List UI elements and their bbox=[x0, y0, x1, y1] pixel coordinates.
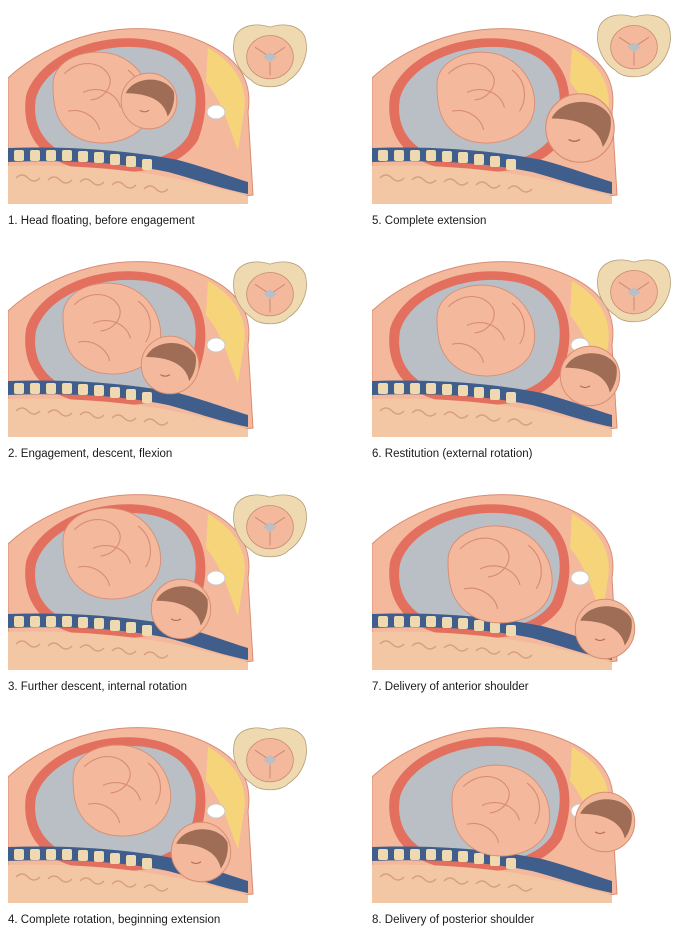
stage-3-illustration bbox=[8, 466, 328, 697]
stage-8-caption: 8. Delivery of posterior shoulder bbox=[372, 914, 534, 926]
stage-8-panel: 8. Delivery of posterior shoulder bbox=[372, 699, 679, 930]
stage-7-caption: 7. Delivery of anterior shoulder bbox=[372, 681, 529, 693]
stage-4-illustration bbox=[8, 699, 328, 930]
stage-7-panel: 7. Delivery of anterior shoulder bbox=[372, 466, 679, 697]
stage-4-caption: 4. Complete rotation, beginning extensio… bbox=[8, 914, 220, 926]
stage-2-panel: 2. Engagement, descent, flexion bbox=[8, 233, 328, 464]
stage-5-caption: 5. Complete extension bbox=[372, 215, 486, 227]
stage-5-illustration bbox=[372, 0, 679, 231]
stage-3-caption: 3. Further descent, internal rotation bbox=[8, 681, 187, 693]
stage-7-illustration bbox=[372, 466, 679, 697]
stage-2-illustration bbox=[8, 233, 328, 464]
stage-5-panel: 5. Complete extension bbox=[372, 0, 679, 231]
stage-1-illustration bbox=[8, 0, 328, 231]
stage-4-panel: 4. Complete rotation, beginning extensio… bbox=[8, 699, 328, 930]
stage-6-illustration bbox=[372, 233, 679, 464]
stage-2-caption: 2. Engagement, descent, flexion bbox=[8, 448, 172, 460]
stage-6-panel: 6. Restitution (external rotation) bbox=[372, 233, 679, 464]
stage-8-illustration bbox=[372, 699, 679, 930]
stage-3-panel: 3. Further descent, internal rotation bbox=[8, 466, 328, 697]
stage-1-caption: 1. Head floating, before engagement bbox=[8, 215, 195, 227]
stage-1-panel: 1. Head floating, before engagement bbox=[8, 0, 328, 231]
stage-6-caption: 6. Restitution (external rotation) bbox=[372, 448, 532, 460]
